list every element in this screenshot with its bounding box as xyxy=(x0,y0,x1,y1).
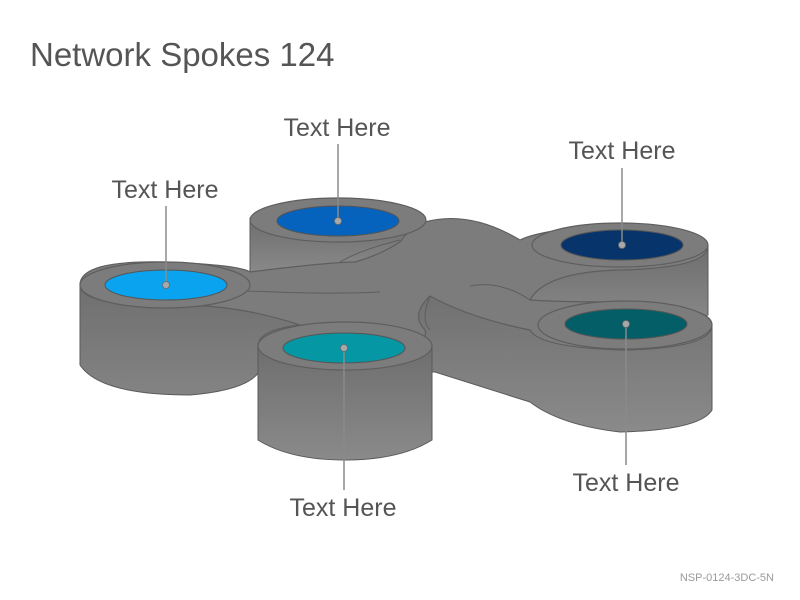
page-title: Network Spokes 124 xyxy=(30,36,335,73)
node-label-right-lower: Text Here xyxy=(572,469,680,497)
node-label-bottom: Text Here xyxy=(289,494,397,522)
node-label-right-upper: Text Here xyxy=(568,137,676,165)
node-label-left: Text Here xyxy=(111,176,219,204)
node-label-top: Text Here xyxy=(283,114,391,142)
leader-lines xyxy=(165,144,627,490)
leader-dots xyxy=(162,217,630,352)
product-code: NSP-0124-3DC-5N xyxy=(679,572,774,584)
